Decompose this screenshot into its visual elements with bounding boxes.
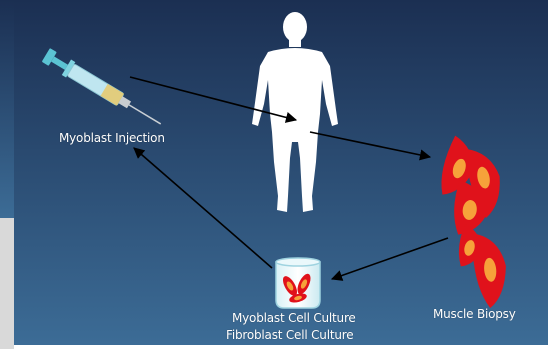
- muscle-biopsy-label: Muscle Biopsy: [433, 307, 516, 321]
- fibroblast-culture-label: Fibroblast Cell Culture: [226, 328, 353, 342]
- slide-background-left: [0, 0, 14, 218]
- cell-culture-beaker-icon: [276, 258, 320, 308]
- myoblast-injection-label: Myoblast Injection: [59, 131, 165, 145]
- myoblast-culture-label: Myoblast Cell Culture: [232, 311, 356, 325]
- side-panel: [0, 218, 14, 349]
